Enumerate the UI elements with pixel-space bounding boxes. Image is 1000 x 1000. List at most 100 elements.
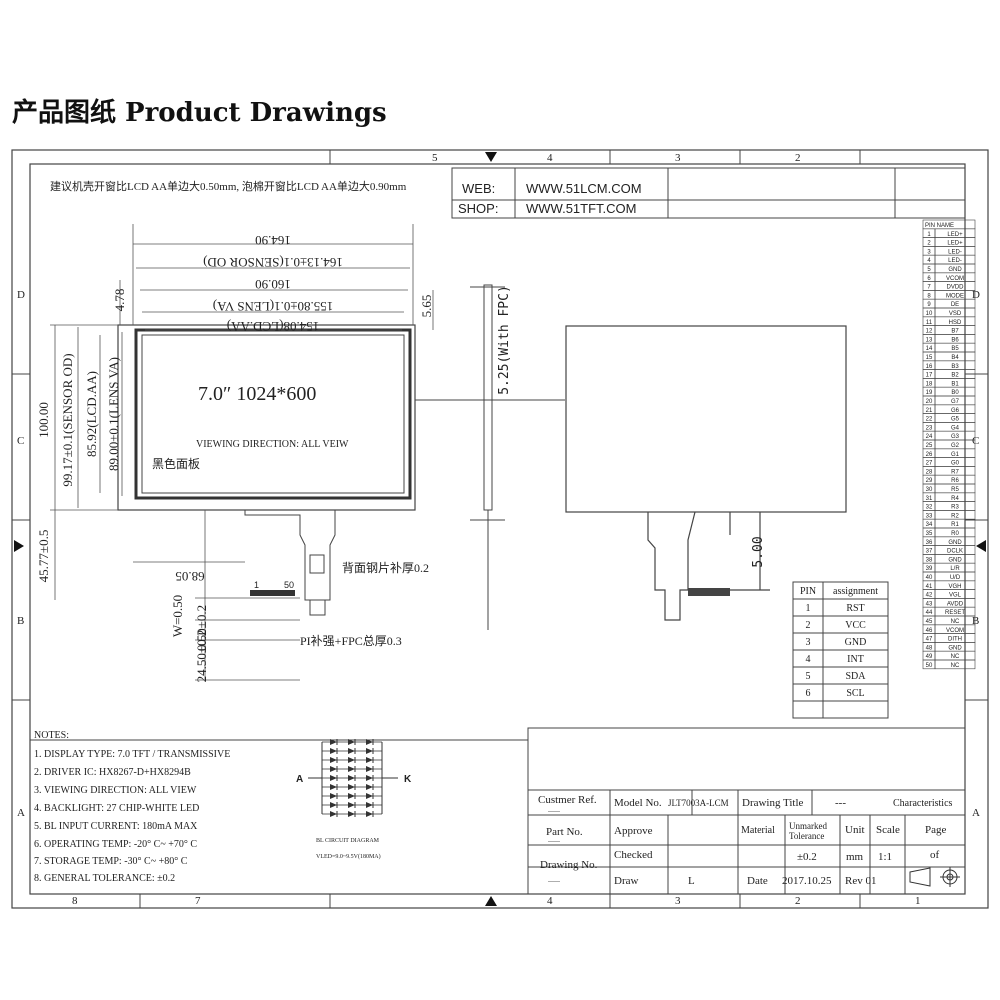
part-no-dash: ------ (548, 839, 560, 845)
pin-name: L/R (950, 566, 960, 572)
pin-name: B7 (951, 329, 959, 335)
border-left-d: D (17, 289, 25, 301)
pin-name: G0 (951, 461, 960, 467)
pin-name-header: PIN NAME (925, 223, 954, 229)
bl-caption: BL CIRCUIT DIAGRAM (316, 838, 380, 844)
pin-name: NC (951, 619, 960, 625)
pin-name-number: 18 (926, 381, 933, 387)
pin-name-number: 36 (926, 540, 933, 546)
led-diode-icon (366, 802, 373, 808)
pin-name-number: 28 (926, 469, 933, 475)
drawing-title-label: Drawing Title (742, 797, 804, 809)
pin-name: DVDD (946, 285, 964, 291)
pin-name-number: 27 (926, 461, 933, 467)
pin-name: DITH (948, 637, 962, 643)
led-diode-icon (366, 748, 373, 754)
pin-name: LED+ (947, 232, 963, 238)
pin-name-number: 29 (926, 478, 933, 484)
material: Material (741, 825, 775, 836)
web-label: WEB: (462, 181, 495, 196)
shop-label: SHOP: (458, 201, 498, 216)
web-value: WWW.51LCM.COM (526, 181, 642, 196)
border-left-a: A (17, 807, 25, 819)
pin-name-number: 15 (926, 355, 933, 361)
note-3: 3. VIEWING DIRECTION: ALL VIEW (34, 785, 197, 796)
note-7: 7. STORAGE TEMP: -30° C~ +80° C (34, 856, 188, 867)
note-4: 4. BACKLIGHT: 27 CHIP-WHITE LED (34, 803, 199, 814)
border-right-d: D (972, 289, 980, 301)
pin-name-number: 33 (926, 513, 933, 519)
pin-name-number: 32 (926, 505, 933, 511)
pin-name: DE (951, 302, 959, 308)
led-diode-icon (330, 766, 337, 772)
led-diode-icon (366, 739, 373, 745)
pin-name: G4 (951, 425, 960, 431)
led-diode-icon (348, 748, 355, 754)
pin-name-number: 43 (926, 601, 933, 607)
pin-name: U/D (950, 575, 961, 581)
pin-name: VCOM (946, 276, 964, 282)
pin-name-number: 24 (926, 434, 933, 440)
pin-name: MODE (946, 293, 964, 299)
led-diode-icon (348, 793, 355, 799)
pin-name: G3 (951, 434, 960, 440)
pin-name-number: 40 (926, 575, 933, 581)
fpc-pins (250, 590, 295, 596)
outer-frame (11, 149, 989, 909)
dim-89-00: 89.00±0.1(LENS VA) (106, 357, 121, 471)
pin-name: B2 (951, 373, 959, 379)
pin-name-number: 47 (926, 637, 933, 643)
lcd-title: 7.0″ 1024*600 (198, 383, 316, 405)
pin-name: R3 (951, 505, 959, 511)
pin-number: 2 (806, 620, 811, 631)
scale-value: 1:1 (878, 851, 892, 863)
led-diode-icon (366, 766, 373, 772)
pin-name: R0 (951, 531, 959, 537)
pin-name-number: 4 (927, 258, 931, 264)
pin-name: LED+ (947, 241, 963, 247)
led-diode-icon (366, 784, 373, 790)
pin-number: 4 (806, 654, 811, 665)
pin-name: GND (948, 267, 962, 273)
drawing-no-dash: ------ (548, 879, 560, 885)
pin-name: G6 (951, 408, 960, 414)
pin-name: G7 (951, 399, 960, 405)
projection-symbol-icon (909, 867, 960, 887)
pin-name-number: 2 (927, 241, 931, 247)
pin-name: LED- (948, 249, 962, 255)
pin-name-number: 37 (926, 549, 933, 555)
pin-assignment: GND (845, 637, 867, 648)
dim-164-90: 164.90 (255, 233, 291, 248)
pin-number: 1 (806, 603, 811, 614)
housing-note: 建议机壳开窗比LCD AA单边大0.50mm, 泡棉开窗比LCD AA单边大0.… (50, 179, 407, 193)
led-diode-icon (330, 784, 337, 790)
scale: Scale (876, 824, 900, 836)
pin-name: G5 (951, 417, 960, 423)
pin-name: GND (948, 540, 962, 546)
pin-name-number: 35 (926, 531, 933, 537)
pin-name-number: 5 (927, 267, 931, 273)
dim-100-00: 100.00 (36, 402, 51, 438)
pin-name: GND (948, 645, 962, 651)
pin-name-number: 11 (926, 320, 933, 326)
notes-block: NOTES: 1. DISPLAY TYPE: 7.0 TFT / TRANSM… (34, 730, 230, 884)
pin-name: R6 (951, 478, 959, 484)
characteristics: Characteristics (893, 798, 953, 809)
pin-number: 6 (806, 688, 811, 699)
pin-header: PIN (800, 586, 816, 597)
pin-name: G2 (951, 443, 960, 449)
dim-155-80: 155.80±0.1(LENS VA) (213, 299, 333, 314)
led-diode-icon (330, 802, 337, 808)
web-box: WEB: WWW.51LCM.COM SHOP: WWW.51TFT.COM (451, 167, 966, 219)
fpc-note: PI补强+FPC总厚0.3 (300, 634, 402, 648)
border-right-a: A (972, 807, 980, 819)
checked: Checked (614, 849, 653, 861)
led-diode-icon (348, 784, 355, 790)
shop-value: WWW.51TFT.COM (526, 201, 637, 216)
pin-name: R7 (951, 469, 959, 475)
pin-name: AVDD (947, 601, 964, 607)
led-diode-icon (348, 775, 355, 781)
led-diode-icon (330, 775, 337, 781)
